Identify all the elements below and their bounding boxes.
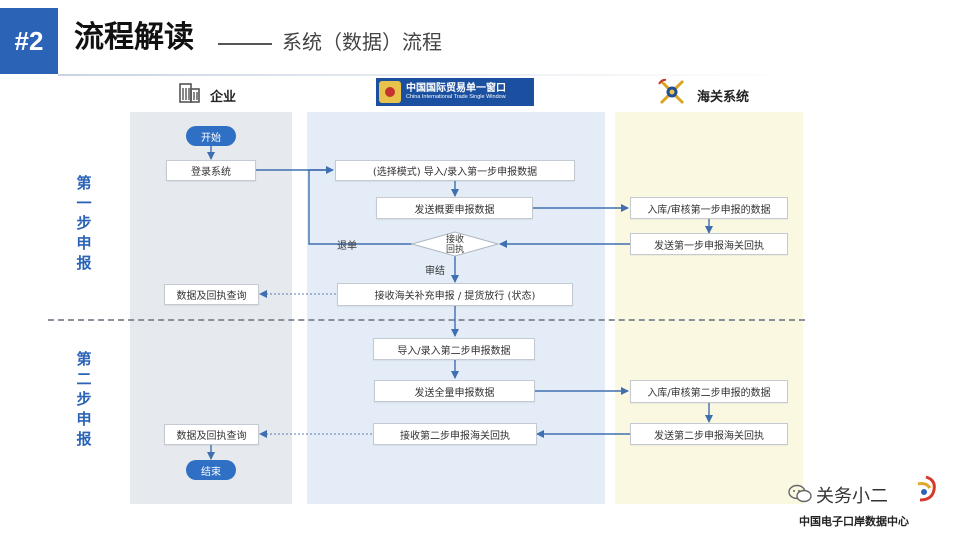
page-subtitle: 系统（数据）流程 xyxy=(282,30,442,54)
send-summary-node: 发送概要申报数据 xyxy=(376,197,533,219)
decision-node: 接收回执 xyxy=(445,235,464,255)
customs-receipt2-node: 发送第二步申报海关回执 xyxy=(630,423,788,445)
query-node-phase2: 数据及回执查询 xyxy=(164,424,259,445)
reject-label: 退单 xyxy=(337,241,357,252)
customs-review1-node: 入库/审核第一步申报的数据 xyxy=(630,197,788,219)
header-underline xyxy=(58,74,802,76)
query-node-phase1: 数据及回执查询 xyxy=(164,284,259,305)
watermark-account: 关务小二 xyxy=(816,486,888,507)
send-full-node: 发送全量申报数据 xyxy=(374,380,535,402)
building-icon xyxy=(178,80,202,104)
page-title: 流程解读 xyxy=(74,20,194,55)
approved-label: 审结 xyxy=(425,266,445,277)
logo-text-cn: 中国国际贸易单一窗口 xyxy=(406,83,506,95)
title-dash xyxy=(218,43,272,45)
lane-title-customs: 海关系统 xyxy=(697,90,750,105)
phase-label-first: 第一步申报 xyxy=(76,174,92,272)
wechat-icon xyxy=(788,484,812,504)
phase-divider xyxy=(48,319,805,321)
phase-label-second: 第二步申报 xyxy=(76,350,92,448)
receive-supplement-node: 接收海关补充申报 / 提货放行 (状态) xyxy=(337,283,573,306)
single-window-logo: 中国国际贸易单一窗口 China International Trade Sin… xyxy=(376,78,534,106)
customs-review2-node: 入库/审核第二步申报的数据 xyxy=(630,380,788,403)
lane-title-enterprise: 企业 xyxy=(210,90,237,105)
slide-number-badge: #2 xyxy=(0,8,58,74)
data-center-logo-icon xyxy=(912,474,940,504)
receive-receipt2-node: 接收第二步申报海关回执 xyxy=(373,423,537,445)
national-emblem-icon xyxy=(379,81,401,103)
customs-emblem-icon xyxy=(656,76,688,108)
import-step2-node: 导入/录入第二步申报数据 xyxy=(373,338,535,360)
import-step1-node: (选择模式) 导入/录入第一步申报数据 xyxy=(335,160,575,181)
customs-receipt1-node: 发送第一步申报海关回执 xyxy=(630,233,788,255)
logo-text-en: China International Trade Single Window xyxy=(406,94,506,101)
end-node: 结束 xyxy=(186,460,236,480)
login-node: 登录系统 xyxy=(166,160,256,181)
watermark-organization: 中国电子口岸数据中心 xyxy=(799,515,909,528)
start-node: 开始 xyxy=(186,126,236,146)
